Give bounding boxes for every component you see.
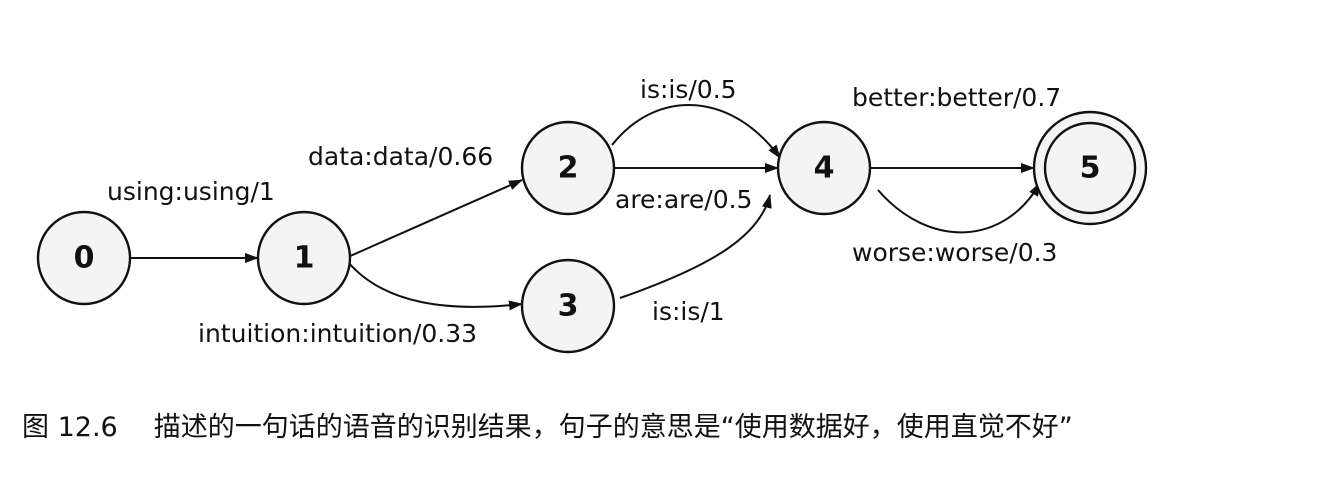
state-label-5: 5 (1080, 151, 1101, 186)
state-node-5-final: 5 (1032, 110, 1148, 226)
weighted-fst-diagram: using:using/1 data:data/0.66 intuition:i… (36, 75, 1148, 354)
state-node-2: 2 (520, 120, 616, 216)
edge-2-to-4-upper (611, 104, 781, 159)
caption-text: 描述的一句话的语音的识别结果，句子的意思是“使用数据好，使用直觉不好” (153, 412, 1073, 443)
edge-3-to-4 (619, 194, 772, 299)
state-node-0: 0 (36, 210, 132, 306)
edge-label-2-4-lower: are:are/0.5 (615, 185, 752, 214)
state-label-0: 0 (74, 241, 95, 276)
edge-label-4-5-upper: better:better/0.7 (852, 83, 1061, 112)
edge-label-3-4: is:is/1 (652, 297, 725, 326)
figure-number: 图 12.6 (22, 412, 118, 443)
edge-4-to-5-lower (877, 182, 1041, 234)
edge-label-1-3: intuition:intuition/0.33 (198, 319, 477, 348)
edge-label-2-4-upper: is:is/0.5 (640, 75, 737, 104)
state-label-3: 3 (558, 289, 579, 324)
state-node-4: 4 (776, 120, 872, 216)
edge-1-to-3 (347, 261, 523, 311)
edge-label-4-5-lower: worse:worse/0.3 (852, 238, 1057, 267)
state-node-3: 3 (520, 258, 616, 354)
figure-caption: 图 12.6 描述的一句话的语音的识别结果，句子的意思是“使用数据好，使用直觉不好… (22, 405, 1073, 444)
edge-1-to-2 (347, 179, 523, 258)
state-label-2: 2 (558, 151, 579, 186)
edge-label-0-1: using:using/1 (107, 177, 275, 206)
edge-label-1-2: data:data/0.66 (308, 142, 493, 171)
state-label-4: 4 (814, 151, 835, 186)
state-node-1: 1 (256, 210, 352, 306)
state-label-1: 1 (294, 241, 315, 276)
